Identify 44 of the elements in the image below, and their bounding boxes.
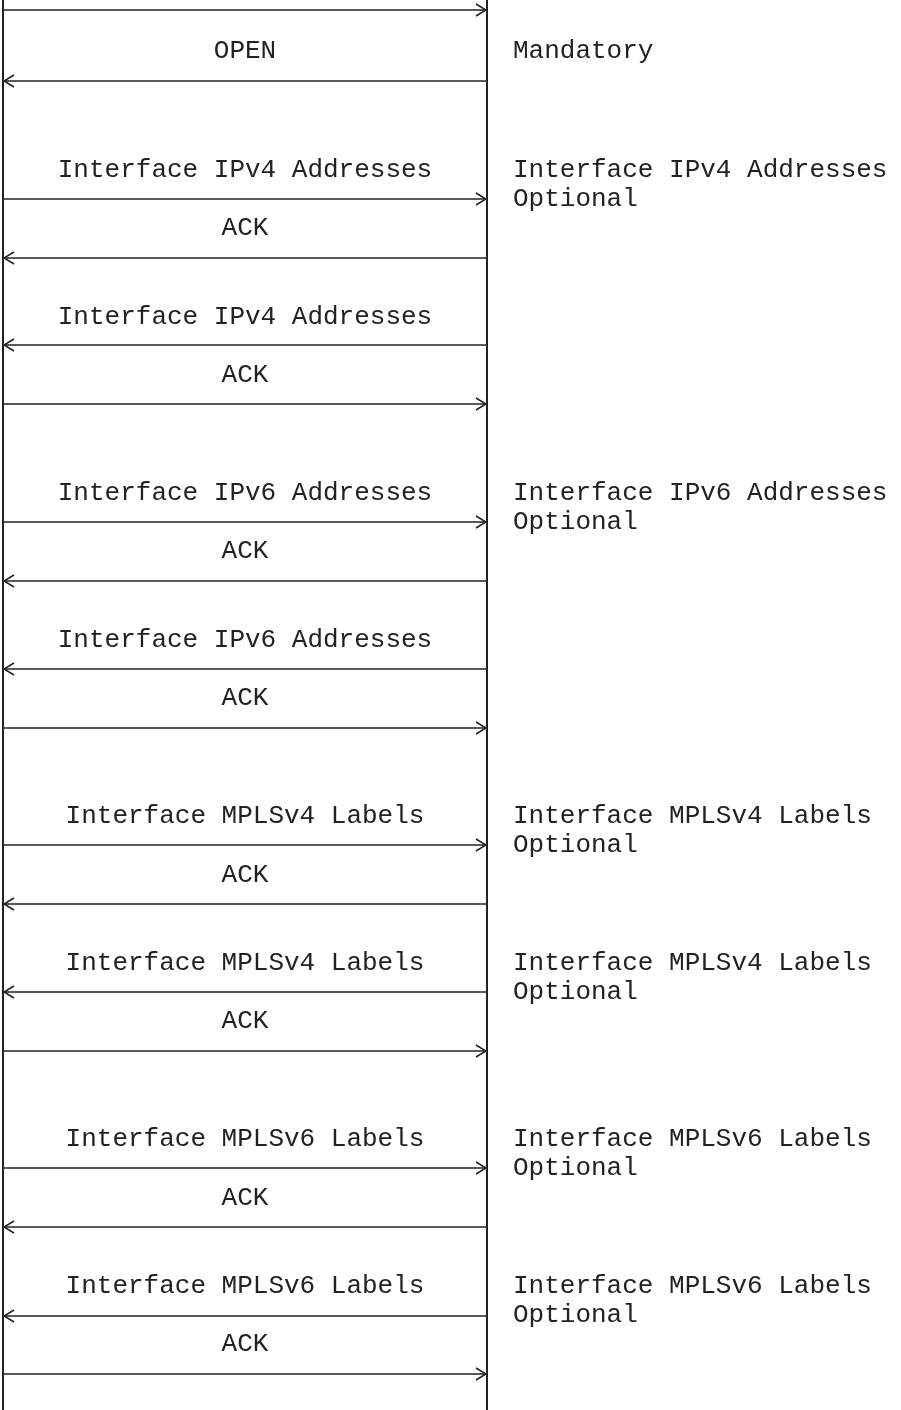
edge-label: ACK <box>221 1006 269 1036</box>
arrow <box>3 985 487 999</box>
edge-label: Interface MPLSv4 Labels <box>65 801 425 831</box>
arrow <box>3 74 487 88</box>
arrow <box>3 662 487 676</box>
edge-label: Interface IPv4 Addresses <box>57 155 433 185</box>
note-text: Interface IPv4 Addresses Optional <box>513 156 889 214</box>
arrow <box>3 397 487 411</box>
note-text: Interface MPLSv4 Labels Optional <box>513 949 873 1007</box>
arrow <box>3 1309 487 1323</box>
edge-label: ACK <box>221 360 269 390</box>
note-text: Interface MPLSv6 Labels Optional <box>513 1125 873 1183</box>
arrow <box>3 574 487 588</box>
edge-label: ACK <box>221 213 269 243</box>
edge-label: ACK <box>221 683 269 713</box>
arrow <box>3 338 487 352</box>
arrow <box>3 838 487 852</box>
edge-label: Interface MPLSv4 Labels <box>65 948 425 978</box>
edge-label: ACK <box>221 1329 269 1359</box>
arrow <box>3 515 487 529</box>
arrow <box>3 3 487 17</box>
note-text: Interface MPLSv6 Labels Optional <box>513 1272 873 1330</box>
edge-label: Interface MPLSv6 Labels <box>65 1124 425 1154</box>
edge-label: Interface IPv6 Addresses <box>57 625 433 655</box>
lifeline <box>2 0 4 1410</box>
edge-label: OPEN <box>213 36 277 66</box>
note-text: Interface IPv6 Addresses Optional <box>513 479 889 537</box>
edge-label: Interface IPv6 Addresses <box>57 478 433 508</box>
arrow <box>3 192 487 206</box>
arrow <box>3 1044 487 1058</box>
arrow <box>3 1161 487 1175</box>
note-text: Mandatory <box>513 37 655 66</box>
arrow <box>3 897 487 911</box>
edge-label: Interface MPLSv6 Labels <box>65 1271 425 1301</box>
edge-label: Interface IPv4 Addresses <box>57 302 433 332</box>
edge-label: ACK <box>221 536 269 566</box>
arrow <box>3 1220 487 1234</box>
lifeline <box>486 0 488 1410</box>
arrow <box>3 721 487 735</box>
note-text: Interface MPLSv4 Labels Optional <box>513 802 873 860</box>
arrow <box>3 251 487 265</box>
edge-label: ACK <box>221 860 269 890</box>
edge-label: ACK <box>221 1183 269 1213</box>
arrow <box>3 1367 487 1381</box>
